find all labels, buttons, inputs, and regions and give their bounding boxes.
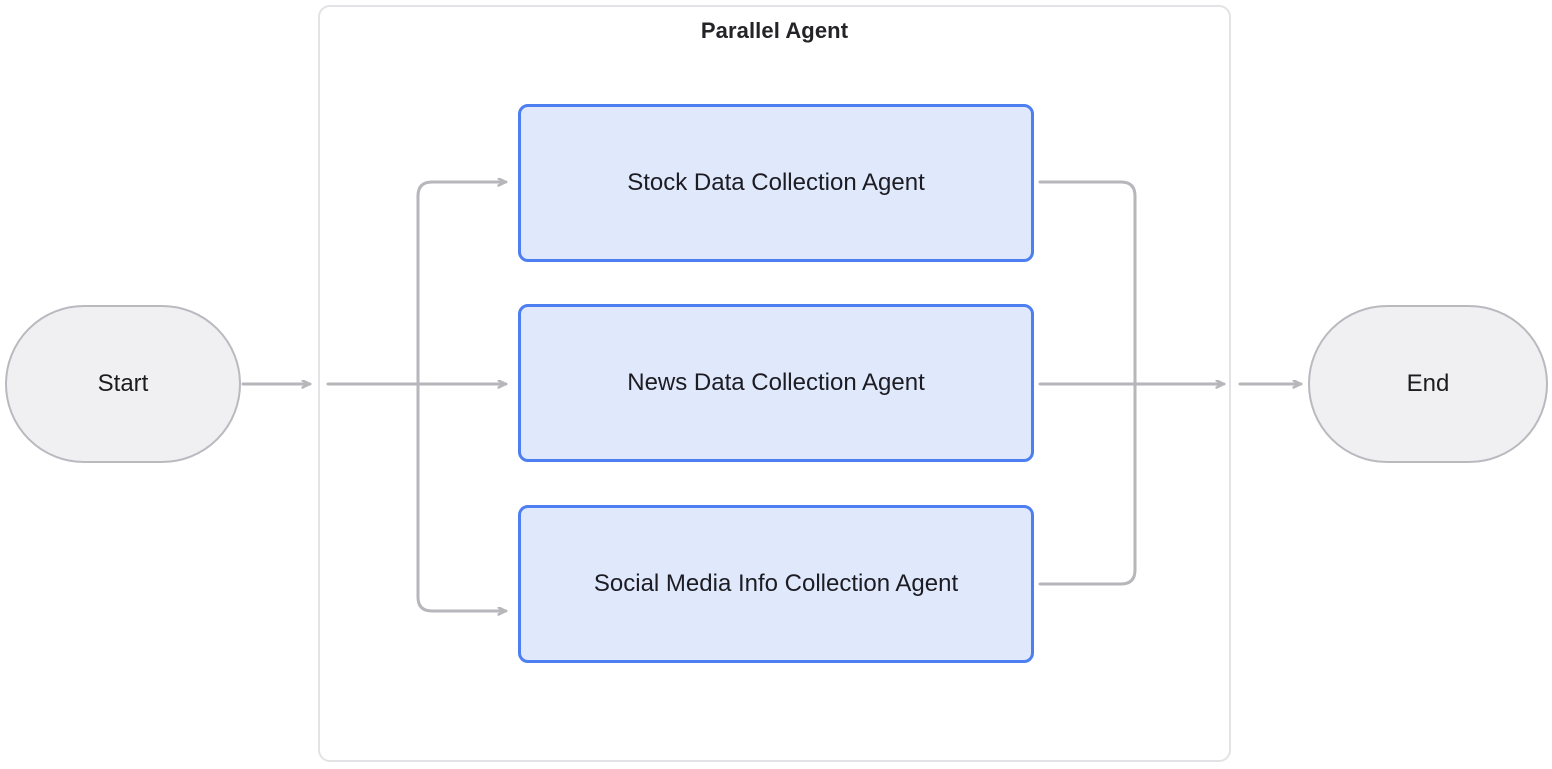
parallel-agent-group (318, 5, 1231, 762)
node-social-media-info-collection-agent[interactable]: Social Media Info Collection Agent (518, 505, 1034, 663)
node-start[interactable]: Start (5, 305, 241, 463)
node-stock-data-collection-agent[interactable]: Stock Data Collection Agent (518, 104, 1034, 262)
parallel-agent-group-title: Parallel Agent (700, 18, 849, 43)
node-news-data-collection-agent[interactable]: News Data Collection Agent (518, 304, 1034, 462)
node-end[interactable]: End (1308, 305, 1548, 463)
